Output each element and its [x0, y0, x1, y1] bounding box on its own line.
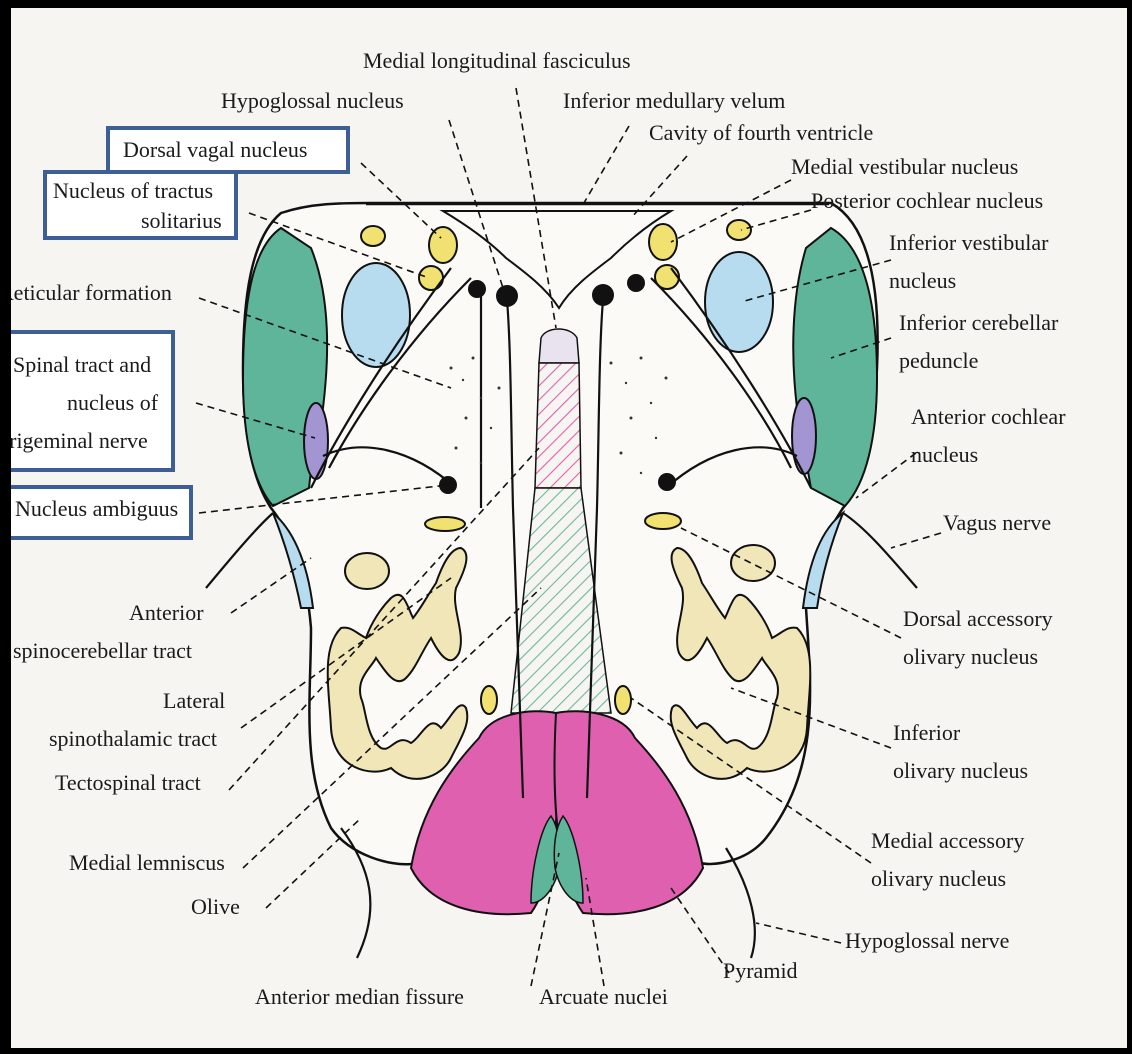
label-anterior-median-fissure: Anterior median fissure	[255, 984, 464, 1010]
label-medial-accessory-1: Medial accessory	[871, 828, 1024, 854]
label-reticular-formation: Reticular formation	[11, 280, 172, 306]
hypoglossal-nucleus-dot-l1	[468, 280, 486, 298]
tectospinal-tract	[535, 363, 581, 488]
label-inferior-olivary-1: Inferior	[893, 720, 960, 746]
posterior-cochlear-nucleus-right	[727, 220, 751, 240]
label-dorsal-vagal-nucleus: Dorsal vagal nucleus	[123, 137, 308, 163]
label-inferior-olivary-2: olivary nucleus	[893, 758, 1028, 784]
label-anterior-spinocerebellar-2: spinocerebellar tract	[13, 638, 192, 664]
medial-longitudinal-fasciculus	[539, 329, 579, 363]
label-dorsal-accessory-1: Dorsal accessory	[903, 606, 1053, 632]
hypoglossal-nucleus-dot-r1	[592, 284, 614, 306]
label-spinal-tract-1: Spinal tract and	[13, 352, 151, 378]
label-cavity-fourth-ventricle: Cavity of fourth ventricle	[649, 120, 873, 146]
hypoglossal-nucleus-dot-r2	[627, 274, 645, 292]
label-nucleus-tractus-1: Nucleus of tractus	[53, 178, 213, 204]
spinal-trigeminal-nucleus-right	[792, 398, 816, 474]
label-medial-lemniscus: Medial lemniscus	[69, 850, 225, 876]
label-dorsal-accessory-2: olivary nucleus	[903, 644, 1038, 670]
medial-accessory-olivary-left	[481, 686, 497, 714]
nucleus-ambiguus-yellow-left	[425, 517, 465, 531]
label-anterior-spinocerebellar-1: Anterior	[129, 600, 204, 626]
label-medial-accessory-2: olivary nucleus	[871, 866, 1006, 892]
label-vagus-nerve: Vagus nerve	[943, 510, 1051, 536]
dorsal-accessory-olivary-right	[731, 545, 775, 581]
label-lateral-spinothalamic-1: Lateral	[163, 688, 225, 714]
dorsal-accessory-olivary-left	[345, 553, 389, 589]
label-arcuate-nuclei: Arcuate nuclei	[539, 984, 668, 1010]
label-spinal-tract-2: nucleus of	[67, 390, 158, 416]
label-anterior-cochlear-2: nucleus	[911, 442, 978, 468]
label-medial-vestibular-nucleus: Medial vestibular nucleus	[791, 154, 1018, 180]
label-nucleus-tractus-2: solitarius	[141, 208, 222, 234]
label-inferior-cerebellar-2: peduncle	[899, 348, 978, 374]
label-anterior-cochlear-1: Anterior cochlear	[911, 404, 1066, 430]
label-nucleus-ambiguus: Nucleus ambiguus	[15, 496, 178, 522]
label-spinal-tract-3: trigeminal nerve	[11, 428, 148, 454]
inferior-vestibular-nucleus-right	[705, 252, 773, 352]
solitary-nucleus-left	[419, 266, 443, 290]
nucleus-ambiguus-yellow-right	[645, 513, 681, 529]
nucleus-ambiguus-dot-right	[658, 473, 676, 491]
spinal-trigeminal-nucleus-left	[304, 403, 328, 479]
label-olive: Olive	[191, 894, 240, 920]
label-inferior-vestibular-2: nucleus	[889, 268, 956, 294]
label-inferior-cerebellar-1: Inferior cerebellar	[899, 310, 1058, 336]
dorsal-vagal-nucleus-right	[649, 224, 677, 260]
label-lateral-spinothalamic-2: spinothalamic tract	[49, 726, 217, 752]
textbook-page: Medial longitudinal fasciculus Hypogloss…	[11, 8, 1127, 1048]
label-medial-longitudinal-fasciculus: Medial longitudinal fasciculus	[363, 48, 631, 74]
dorsal-vagal-nucleus-left	[429, 227, 457, 263]
label-tectospinal-tract: Tectospinal tract	[55, 770, 201, 796]
medial-accessory-olivary-right	[615, 686, 631, 714]
posterior-cochlear-nucleus-left	[361, 226, 385, 246]
label-hypoglossal-nerve: Hypoglossal nerve	[845, 928, 1009, 954]
label-hypoglossal-nucleus: Hypoglossal nucleus	[221, 88, 404, 114]
label-posterior-cochlear-nucleus: Posterior cochlear nucleus	[811, 188, 1043, 214]
medial-vestibular-nucleus-left	[342, 263, 410, 367]
label-inferior-medullary-velum: Inferior medullary velum	[563, 88, 785, 114]
hypoglossal-nucleus-dot-l2	[496, 285, 518, 307]
label-inferior-vestibular-1: Inferior vestibular	[889, 230, 1048, 256]
label-pyramid: Pyramid	[723, 958, 798, 984]
